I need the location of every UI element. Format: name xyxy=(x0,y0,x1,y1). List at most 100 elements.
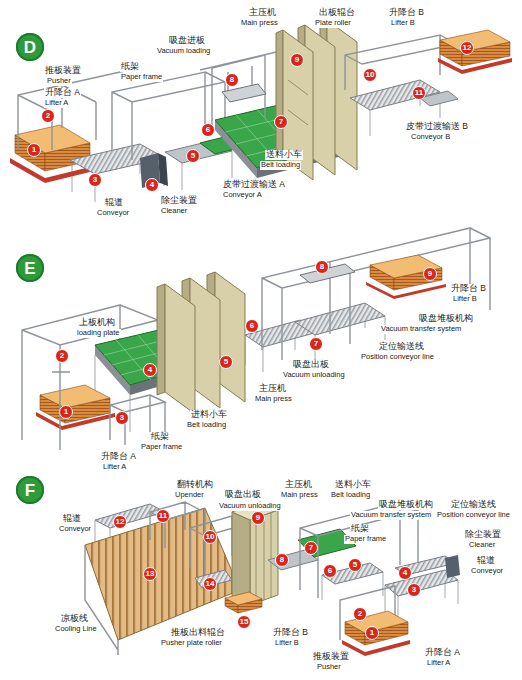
part-label: Lifter A xyxy=(102,463,127,472)
callout-number: 12 xyxy=(113,515,127,529)
line-d-illustration xyxy=(440,30,510,52)
part-label: 推板出料辊台 xyxy=(170,628,226,638)
callout-number: 5 xyxy=(348,558,362,572)
callout-number: 1 xyxy=(365,626,379,640)
line-f-illustration xyxy=(232,512,250,605)
part-label: 推板装置 xyxy=(44,66,82,76)
line-f-illustration xyxy=(225,592,262,605)
callout-number: 1 xyxy=(59,405,73,419)
part-label: Conveyor xyxy=(96,209,130,218)
callout-number: 4 xyxy=(398,566,412,580)
part-label: 吸盘出板 xyxy=(224,490,262,500)
part-label: Vacuum unloading xyxy=(218,502,282,511)
line-f-illustration xyxy=(256,512,271,603)
part-label: 吸盘进板 xyxy=(168,36,206,46)
callout-number: 8 xyxy=(315,260,329,274)
part-label: Main press xyxy=(240,19,279,28)
line-d-illustration xyxy=(276,30,283,161)
part-label: 送料小车 xyxy=(265,150,303,160)
callout-number: 14 xyxy=(203,577,217,591)
part-label: 除尘装置 xyxy=(464,530,502,540)
panel-badge: E xyxy=(16,254,44,282)
part-label: Paper frame xyxy=(344,535,387,544)
part-label: 辊道 xyxy=(104,198,124,208)
part-label: Belt loading xyxy=(260,161,301,170)
part-label: 翻转机构 xyxy=(176,480,214,490)
callout-number: 9 xyxy=(423,267,437,281)
line-d-illustration xyxy=(222,84,266,102)
part-label: Position conveyor line xyxy=(360,353,435,362)
line-d-illustration xyxy=(158,153,168,186)
part-label: 升降台 B xyxy=(272,628,309,638)
part-label: Lifter A xyxy=(44,99,69,108)
callout-number: 2 xyxy=(55,349,69,363)
part-label: Vacuum loading xyxy=(156,47,211,56)
callout-number: 15 xyxy=(237,615,251,629)
part-label: 升降台 B xyxy=(388,8,425,18)
part-label: 升降台 B xyxy=(450,284,487,294)
callout-number: 5 xyxy=(219,355,233,369)
callout-number: 2 xyxy=(353,607,367,621)
part-label: 定位输送线 xyxy=(450,500,497,510)
line-e-illustration xyxy=(157,284,165,395)
part-label: Paper frame xyxy=(120,73,163,82)
part-label: Main press xyxy=(254,395,293,404)
line-f-illustration xyxy=(250,510,278,605)
part-label: Cooling Line xyxy=(54,625,98,634)
line-f-illustration xyxy=(445,555,460,578)
part-label: Conveyor xyxy=(58,525,92,534)
callout-number: 2 xyxy=(41,109,55,123)
callout-number: 6 xyxy=(323,564,337,578)
line-e-illustration xyxy=(22,228,490,450)
callout-number: 7 xyxy=(274,115,288,129)
part-label: 出板辊台 xyxy=(318,8,356,18)
callout-number: 13 xyxy=(143,567,157,581)
callout-number: 7 xyxy=(304,541,318,555)
part-label: Belt loading xyxy=(330,491,371,500)
line-f-illustration xyxy=(85,508,240,640)
part-label: 主压机 xyxy=(284,480,313,490)
line-e-illustration xyxy=(262,228,490,360)
line-d-illustration xyxy=(350,80,440,110)
part-label: Lifter B xyxy=(390,19,416,28)
part-label: Plate roller xyxy=(314,19,352,28)
part-label: Pusher xyxy=(316,663,342,672)
part-label: 主压机 xyxy=(248,8,277,18)
part-label: 上板机构 xyxy=(78,318,116,328)
callout-number: 9 xyxy=(290,53,304,67)
callout-number: 3 xyxy=(88,173,102,187)
part-label: 除尘装置 xyxy=(160,196,198,206)
callout-number: 6 xyxy=(201,123,215,137)
line-f-illustration xyxy=(85,502,460,656)
line-f-illustration xyxy=(95,504,165,528)
callout-number: 8 xyxy=(275,553,289,567)
part-label: 纸架 xyxy=(350,524,370,534)
callout-number: 3 xyxy=(407,583,421,597)
part-label: 皮带过渡输送 B xyxy=(405,122,469,132)
part-label: Belt loading xyxy=(186,421,227,430)
callout-number: 10 xyxy=(203,530,217,544)
panel-badge: F xyxy=(16,476,44,504)
part-label: 辊道 xyxy=(62,514,82,524)
line-e-illustration xyxy=(40,385,110,408)
callout-number: 10 xyxy=(363,68,377,82)
callout-number: 1 xyxy=(27,143,41,157)
callout-number: 8 xyxy=(225,73,239,87)
part-label: loading plate xyxy=(76,329,121,338)
part-label: Cleaner xyxy=(160,207,188,216)
part-label: 升降台 A xyxy=(44,88,81,98)
callout-number: 6 xyxy=(245,319,259,333)
part-label: Vacuum transfer system xyxy=(380,325,462,334)
part-label: Main press xyxy=(280,491,319,500)
part-label: 皮带过渡输送 A xyxy=(222,180,286,190)
line-d-illustration xyxy=(200,50,285,130)
callout-number: 3 xyxy=(115,411,129,425)
callout-number: 11 xyxy=(412,86,426,100)
callout-number: 7 xyxy=(309,337,323,351)
line-d-illustration xyxy=(10,20,512,202)
line-e-illustration xyxy=(295,303,385,335)
line-f-illustration xyxy=(85,508,240,655)
part-label: Cleaner xyxy=(468,541,496,550)
panel-letter: E xyxy=(24,260,35,277)
line-f-illustration xyxy=(150,502,200,548)
